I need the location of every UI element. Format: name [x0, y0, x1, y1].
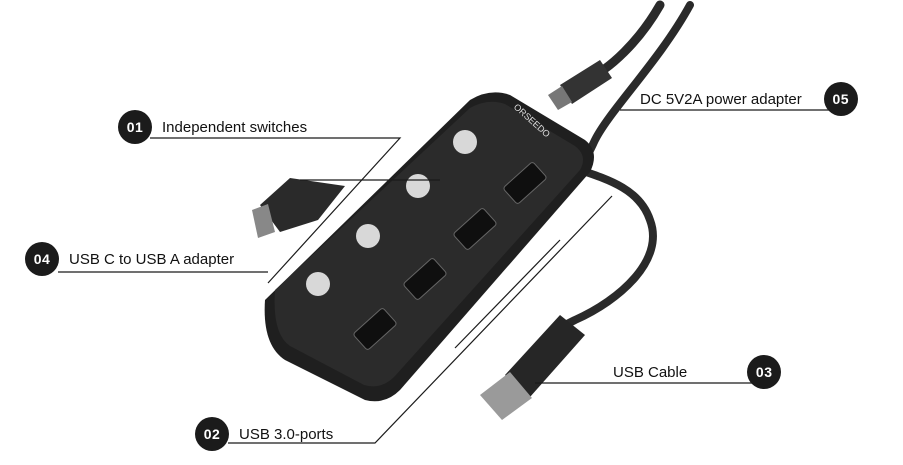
- usb-cable: [480, 166, 657, 420]
- badge-03: 03: [747, 355, 782, 389]
- label-usb-c-adapter: USB C to USB A adapter: [69, 250, 235, 268]
- leader-lines: [58, 109, 840, 444]
- badge-05: 05: [823, 82, 858, 116]
- callout-05: 05 DC 5V2A power adapter: [640, 82, 858, 116]
- label-power-adapter: DC 5V2A power adapter: [640, 90, 802, 108]
- leader-line-01: [150, 137, 402, 284]
- callout-01: 01 Independent switches: [118, 110, 307, 144]
- callout-02: 02 USB 3.0-ports: [195, 417, 333, 451]
- label-usb-ports: USB 3.0-ports: [239, 425, 334, 443]
- leader-line-port-mid: [454, 239, 561, 349]
- badge-02: 02: [195, 417, 229, 451]
- badge-01: 01: [118, 110, 152, 144]
- badge-04: 04: [25, 242, 59, 276]
- leader-line-02: [228, 195, 613, 444]
- label-independent-switches: Independent switches: [162, 118, 308, 136]
- label-usb-cable: USB Cable: [613, 363, 688, 381]
- callout-03: 03 USB Cable: [613, 355, 782, 389]
- callout-04: 04 USB C to USB A adapter: [25, 242, 234, 276]
- hub-body: [264, 92, 594, 402]
- usb-c-adapter: [252, 178, 345, 238]
